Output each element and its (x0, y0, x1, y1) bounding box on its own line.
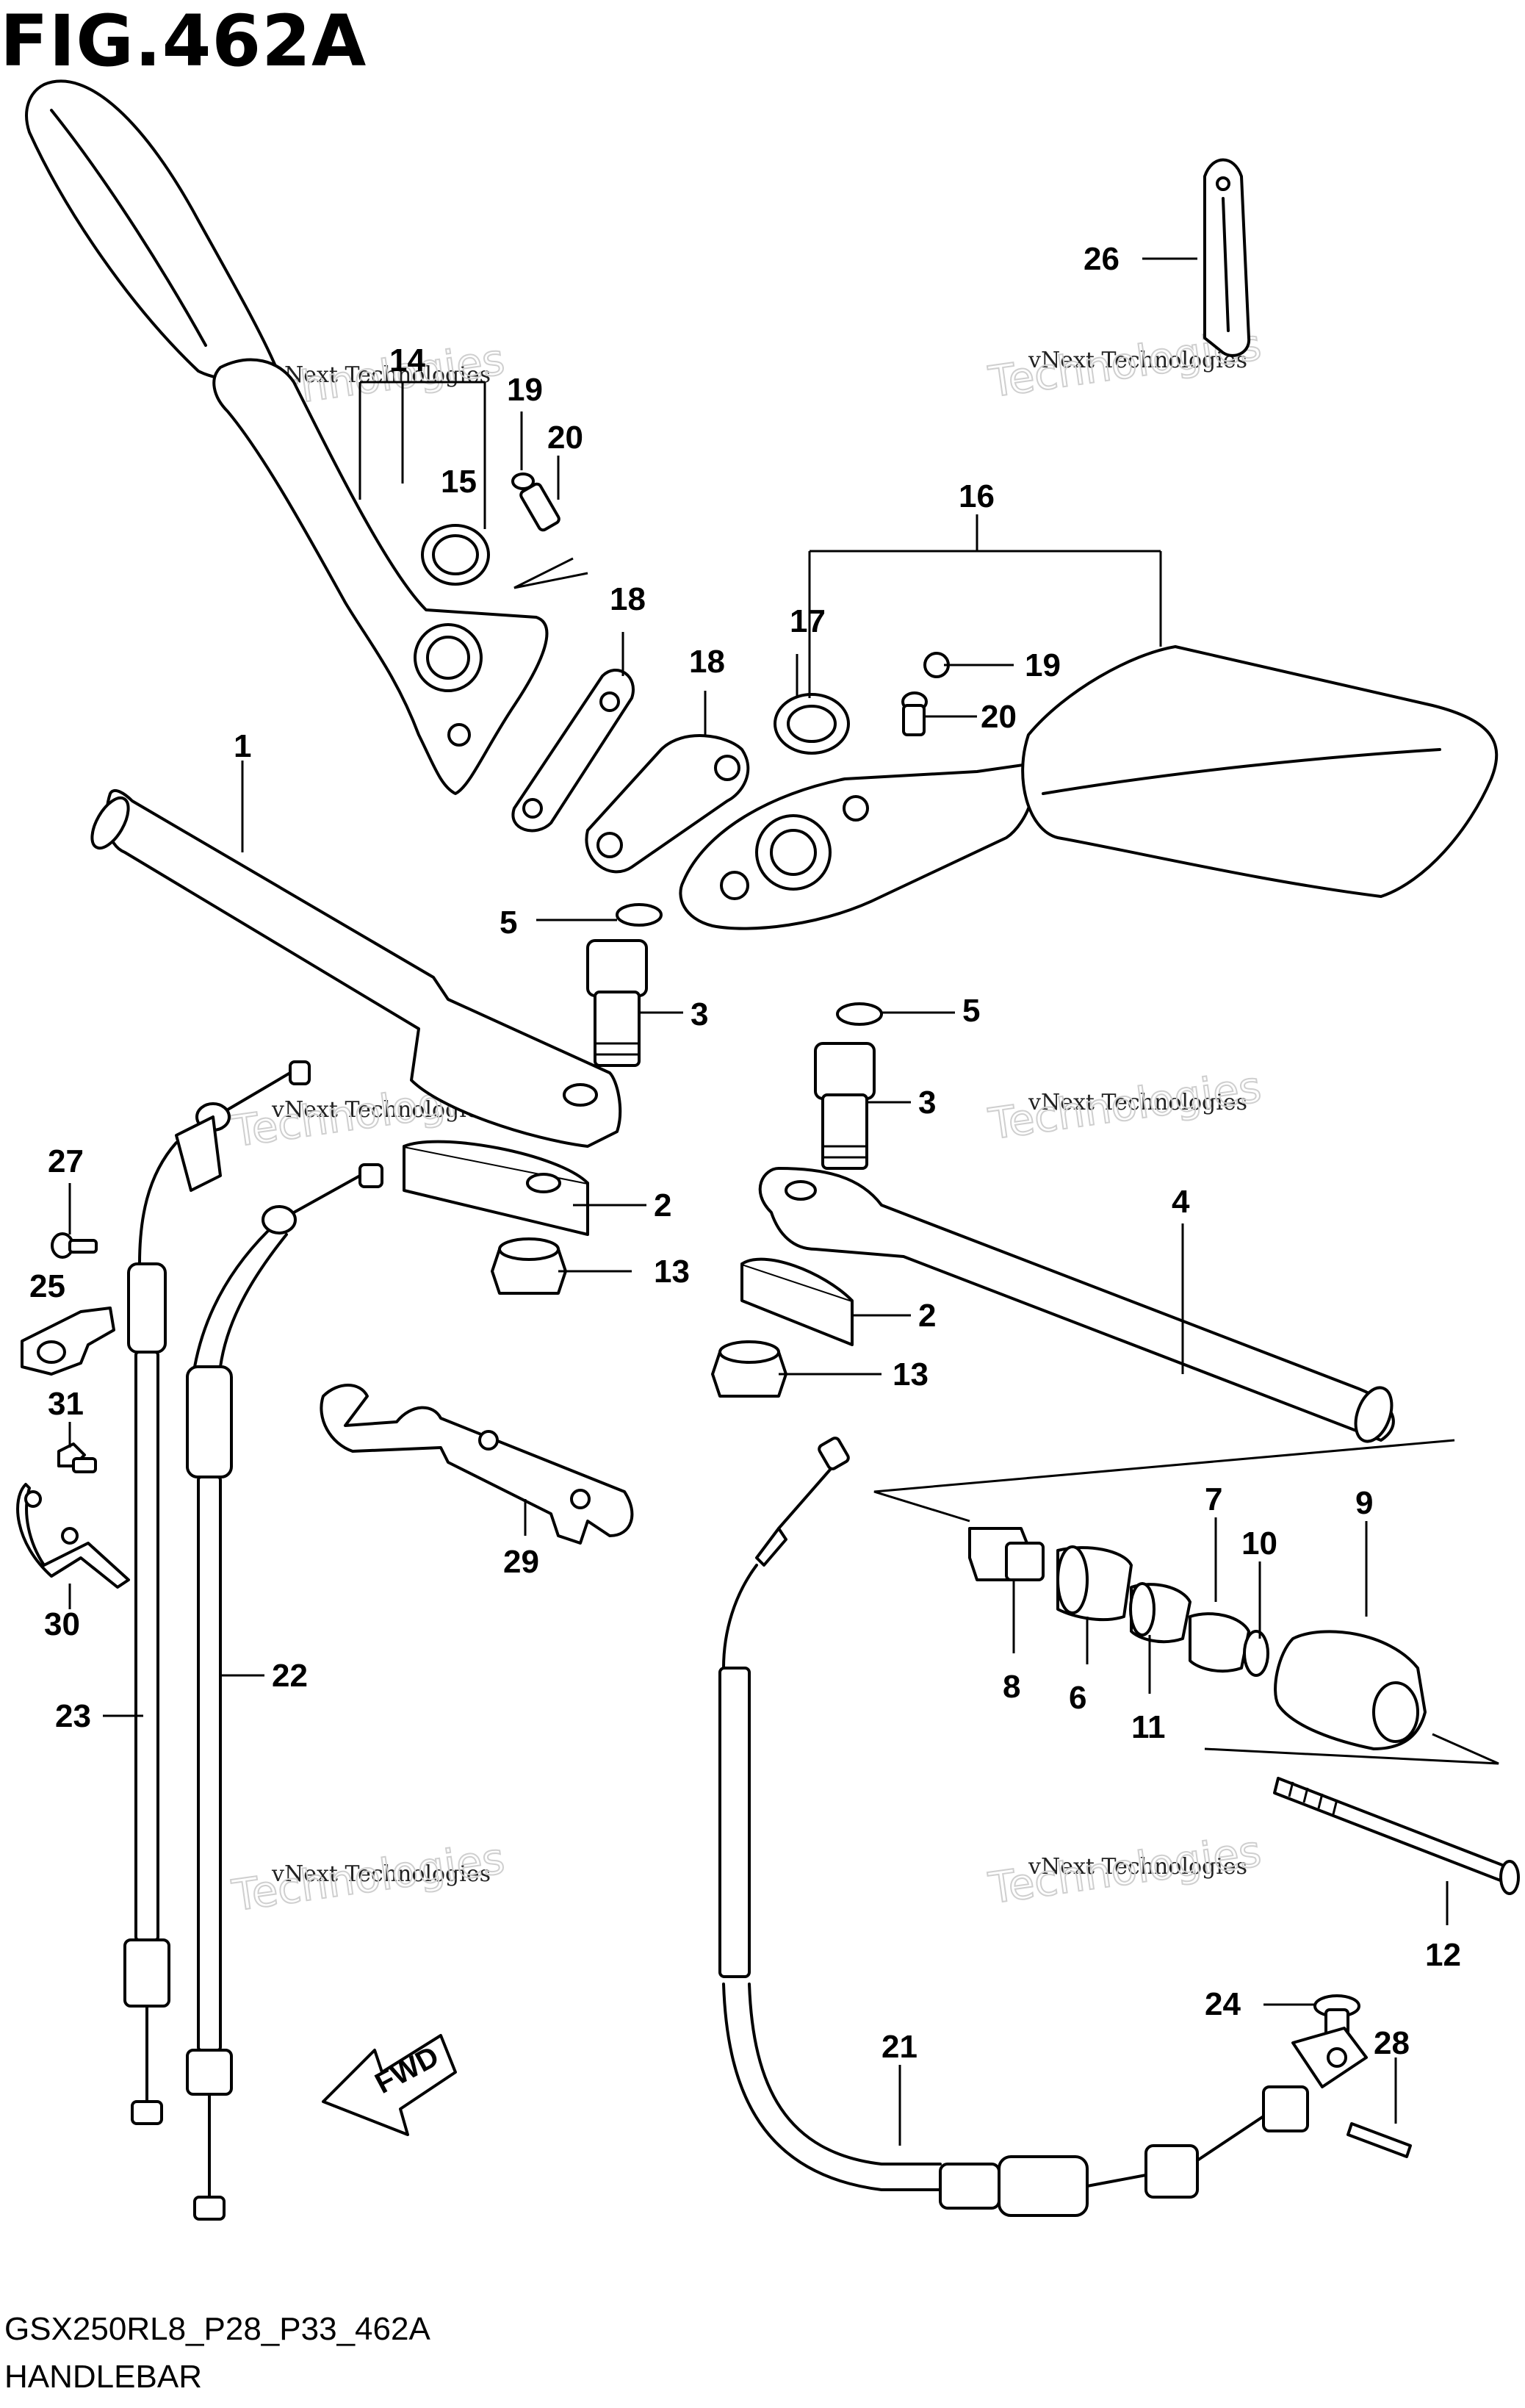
bracket-18-right (585, 734, 750, 874)
callout-13: 13 (893, 1356, 929, 1392)
callout-13: 13 (654, 1254, 690, 1290)
screw-27 (51, 1232, 98, 1259)
callout-19: 19 (1025, 647, 1061, 683)
watermark-text: vNext Technologies (1028, 1854, 1247, 1880)
bracket-30 (16, 1483, 130, 1589)
callout-20: 20 (981, 699, 1017, 735)
callout-2: 2 (654, 1187, 671, 1223)
bracket-18-left (511, 668, 635, 833)
callout-19: 19 (507, 372, 543, 408)
callout-6: 6 (1069, 1680, 1086, 1716)
fwd-arrow: FWD (322, 2034, 457, 2136)
clamp-25 (21, 1307, 115, 1376)
clamp-2-left (403, 1140, 589, 1236)
ring-17 (774, 693, 850, 755)
callout-5: 5 (500, 905, 517, 941)
callout-31: 31 (48, 1386, 84, 1422)
callout-15: 15 (441, 464, 477, 500)
callout-3: 3 (918, 1085, 936, 1121)
watermark-text: vNext Technologies (1028, 1090, 1247, 1115)
bolt-31 (57, 1442, 97, 1473)
clamp-2-right (740, 1257, 854, 1346)
left-mirror (25, 79, 549, 795)
left-handlebar (90, 788, 622, 1148)
figure-name: HANDLEBAR (4, 2359, 202, 2395)
exploded-guide-lines (873, 1439, 1499, 1765)
watermark-mid-right: vNext Technologies Technologies (984, 1061, 1264, 1150)
nut-13-left (491, 1237, 567, 1295)
watermark-logo-text: Technologies (985, 1062, 1263, 1149)
screw-19-20-left (511, 472, 588, 589)
cable-23 (123, 1060, 311, 2125)
callout-4: 4 (1172, 1184, 1190, 1220)
right-mirror (679, 645, 1499, 930)
callout-24: 24 (1205, 1986, 1241, 2022)
cable-21 (718, 1437, 1368, 2217)
callouts: 1 2 2 3 3 4 5 5 6 7 8 9 10 11 12 13 13 1… (29, 241, 1461, 2065)
callout-25: 25 (29, 1268, 65, 1304)
callout-5: 5 (962, 993, 980, 1029)
callout-2: 2 (918, 1298, 936, 1334)
watermark-text: vNext Technologies (271, 362, 491, 388)
figure-code: GSX250RL8_P28_P33_462A (4, 2311, 430, 2347)
watermark-logo-text: Technologies (985, 1826, 1263, 1913)
bar-end-assembly (968, 1527, 1427, 1750)
callout-16: 16 (959, 478, 995, 514)
cotter-pin-28 (1346, 2122, 1412, 2158)
callout-18: 18 (610, 581, 646, 617)
cable-22 (186, 1163, 383, 2221)
callout-26: 26 (1084, 241, 1120, 277)
screw-19-20-right (901, 652, 950, 736)
callout-8: 8 (1003, 1669, 1020, 1705)
callout-21: 21 (882, 2029, 917, 2065)
callout-23: 23 (55, 1698, 91, 1734)
callout-14: 14 (389, 342, 425, 378)
watermark-text: vNext Technologies (1028, 348, 1247, 373)
callout-22: 22 (272, 1658, 308, 1694)
ring-15 (421, 524, 490, 586)
callout-9: 9 (1355, 1485, 1373, 1521)
callout-29: 29 (503, 1544, 539, 1580)
long-bolt-12 (1273, 1777, 1520, 1895)
watermark-logo-text: Technologies (228, 1833, 507, 1921)
callout-30: 30 (44, 1606, 80, 1642)
leader-lines (68, 257, 1449, 2146)
callout-27: 27 (48, 1143, 84, 1179)
nut-13-right (711, 1340, 787, 1398)
callout-3: 3 (691, 996, 708, 1032)
callout-18: 18 (689, 644, 725, 680)
callout-11: 11 (1131, 1709, 1166, 1745)
bolt-3-left (586, 903, 663, 1067)
callout-7: 7 (1205, 1481, 1222, 1517)
right-handlebar (758, 1167, 1395, 1443)
callout-1: 1 (234, 728, 251, 764)
strap-26 (1203, 158, 1251, 357)
callout-20: 20 (547, 420, 583, 456)
watermark-bottom-right: vNext Technologies Technologies (984, 1825, 1264, 1914)
callout-17: 17 (790, 603, 826, 639)
bracket-29 (320, 1384, 634, 1545)
figure-title: FIG.462A (0, 0, 367, 82)
callout-12: 12 (1425, 1937, 1461, 1973)
bolt-3-right (814, 1002, 883, 1170)
watermark-bottom-left: vNext Technologies Technologies (228, 1833, 508, 1922)
watermark-text: vNext Technologies (271, 1861, 491, 1887)
callout-10: 10 (1241, 1525, 1277, 1561)
callout-28: 28 (1374, 2025, 1410, 2061)
